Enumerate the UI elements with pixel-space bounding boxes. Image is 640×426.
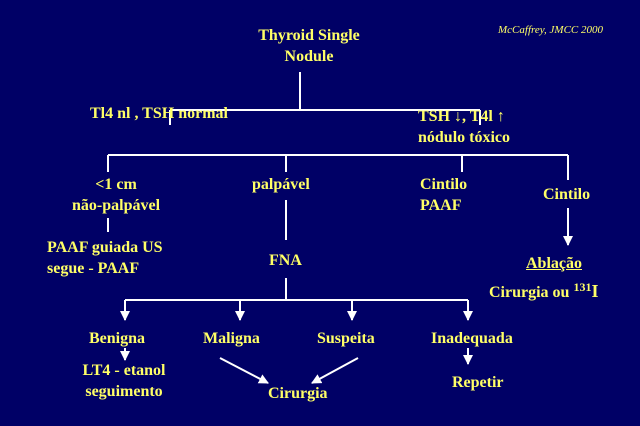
small-nodule-node: <1 cm não-palpável [72, 174, 160, 216]
up-arrow-icon: ↑ [496, 108, 505, 125]
small-line-1: <1 cm [95, 176, 137, 193]
ablacao-node: Ablação [526, 255, 582, 272]
isotope-symbol: I [591, 281, 599, 301]
credit-text: McCaffrey, JMCC 2000 [498, 24, 603, 36]
connector-fna-split [125, 278, 468, 301]
connector-left [107, 110, 463, 172]
paaf-us-node: PAAF guiada US segue - PAAF [47, 237, 163, 279]
root-line-1: Thyroid Single [258, 27, 360, 44]
paaf-us-line-2: segue - PAAF [47, 260, 140, 277]
connector-root [170, 72, 480, 111]
root-line-2: Nodule [284, 48, 334, 65]
paaf-us-line-1: PAAF guiada US [47, 239, 163, 256]
small-line-2: não-palpável [71, 197, 161, 214]
fna-node: FNA [269, 252, 302, 269]
right-branch-line-1: TSH ↓, T4l ↑ [418, 106, 510, 127]
cirurgia-ou-text: Cirurgia ou [489, 284, 574, 301]
cirurgia-ou-node: Cirurgia ou 131I [489, 277, 598, 303]
root-node: Thyroid Single Nodule [258, 25, 360, 67]
down-arrow-icon: ↓ [454, 108, 463, 125]
lt4-line-1: LT4 - etanol [82, 362, 166, 379]
maligna-node: Maligna [203, 330, 260, 347]
left-branch-label: Tl4 nl , TSH normal [90, 105, 228, 122]
arrow-suspeita-cirurgia [311, 357, 359, 384]
benigna-node: Benigna [89, 330, 146, 347]
connector-right-toxic [422, 110, 569, 180]
cirurgia-node: Cirurgia [268, 385, 328, 402]
lt4-node: LT4 - etanol seguimento [83, 360, 166, 402]
inadequada-node: Inadequada [431, 330, 513, 347]
right-branch-line-2: nódulo tóxico [418, 129, 511, 146]
cintilo-paaf-line-2: PAAF [420, 197, 462, 214]
cintilo-paaf-line-1: Cintilo [420, 176, 468, 193]
right-branch-label: TSH ↓, T4l ↑ nódulo tóxico [418, 106, 510, 148]
lt4-line-2: seguimento [85, 383, 163, 400]
tsh-text: TSH [418, 108, 455, 125]
isotope-mass: 131 [573, 280, 592, 294]
cintilo-node: Cintilo [543, 186, 591, 203]
arrow-maligna-cirurgia [219, 357, 269, 384]
suspeita-node: Suspeita [317, 330, 375, 347]
t4l-text: , T4l [462, 108, 497, 125]
cintilo-paaf-node: Cintilo PAAF [420, 174, 467, 216]
repetir-node: Repetir [452, 374, 504, 391]
palpable-node: palpável [252, 176, 310, 193]
